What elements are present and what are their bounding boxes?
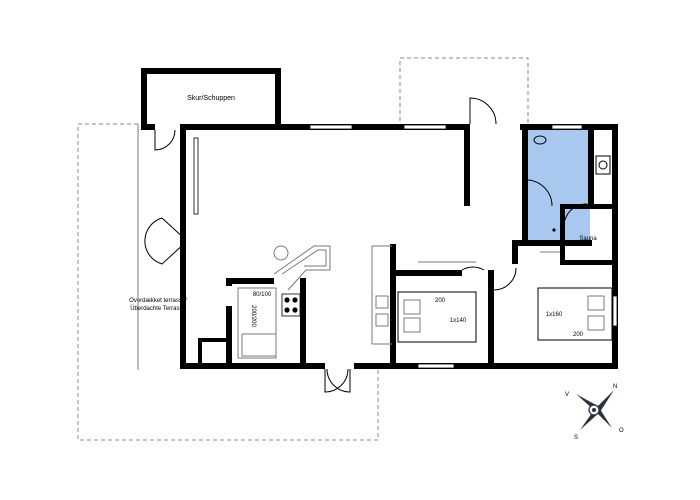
bed-2: 1x160 200 <box>537 251 613 341</box>
sauna-label: Sauna <box>579 236 597 242</box>
bed-2-length: 200 <box>573 332 584 338</box>
bed-1-length: 200 <box>435 298 446 304</box>
bunk-bed: 80/100 200/200 <box>237 287 277 359</box>
bunk-size-side: 200/200 <box>250 305 256 327</box>
compass-n: N <box>613 384 617 390</box>
compass-s: S <box>574 435 578 441</box>
bunk-size-top: 80/100 <box>253 292 272 298</box>
doors <box>144 97 588 393</box>
shed-label: Skur/Schuppen <box>187 95 235 102</box>
compass-v: V <box>565 392 569 398</box>
bathroom-floor <box>528 130 590 242</box>
bathroom-fixtures <box>533 135 611 232</box>
compass-o: O <box>619 428 624 434</box>
terrace-label-2: Überdachte Terrasse <box>130 305 186 312</box>
compass-rose: N O S V <box>565 384 624 441</box>
kitchen-counter <box>273 245 331 317</box>
windows <box>193 124 618 369</box>
terrace-label-1: Overdækket terrasse/ <box>129 298 187 304</box>
kitchenette <box>371 245 392 345</box>
bed-1: 200 1x140 <box>397 261 477 343</box>
terrace-outline <box>77 57 529 441</box>
bed-2-size: 1x160 <box>546 312 563 318</box>
bed-1-size: 1x140 <box>450 318 467 324</box>
